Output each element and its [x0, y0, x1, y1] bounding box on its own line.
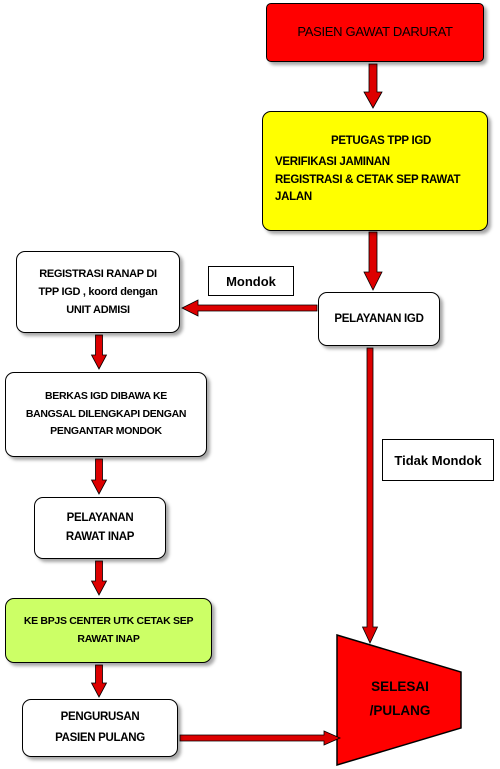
node-berkas-line: BANGSAL DILENGKAPI DENGAN — [25, 407, 187, 420]
node-petugas-line: REGISTRASI & CETAK SEP RAWAT — [275, 173, 461, 186]
node-registrasi-ranap: REGISTRASI RANAP DI TPP IGD , koord deng… — [16, 251, 180, 333]
arrow-pasien-to-petugas — [363, 63, 383, 109]
arrow-pelayanan-igd-to-selesai — [361, 347, 379, 644]
node-pelayanan-igd: PELAYANAN IGD — [318, 292, 440, 346]
node-rawat-inap-line: PELAYANAN — [66, 512, 134, 525]
node-berkas-line: PENGANTAR MONDOK — [50, 425, 162, 438]
node-petugas-title: PETUGAS TPP IGD — [330, 134, 432, 147]
arrow-berkas-to-rawat-inap — [90, 458, 108, 495]
node-pengurusan-line: PENGURUSAN — [60, 711, 140, 724]
label-tidak-mondok: Tidak Mondok — [382, 439, 494, 481]
node-selesai-pulang-label: SELESAI /PULANG — [345, 675, 455, 722]
node-bpjs-center: KE BPJS CENTER UTK CETAK SEP RAWAT INAP — [5, 598, 212, 663]
node-registrasi-line: TPP IGD , koord dengan — [38, 285, 158, 298]
label-mondok: Mondok — [208, 266, 294, 296]
node-selesai-line: /PULANG — [369, 702, 431, 718]
arrow-pelayanan-igd-to-registrasi — [181, 299, 318, 317]
arrow-petugas-to-pelayanan-igd — [363, 231, 383, 291]
node-registrasi-line: UNIT ADMISI — [66, 304, 130, 317]
label-mondok-text: Mondok — [226, 273, 276, 289]
node-selesai-line: SELESAI — [371, 679, 429, 694]
arrow-registrasi-to-berkas — [90, 334, 108, 370]
arrow-bpjs-to-pengurusan — [90, 664, 108, 698]
node-selesai-shape — [336, 633, 462, 767]
node-berkas-igd: BERKAS IGD DIBAWA KE BANGSAL DILENGKAPI … — [5, 372, 207, 457]
node-pengurusan-line: PASIEN PULANG — [55, 732, 145, 744]
label-tidak-mondok-text: Tidak Mondok — [394, 452, 482, 468]
arrow-pengurusan-to-selesai — [179, 730, 341, 746]
node-pengurusan-pasien-pulang: PENGURUSAN PASIEN PULANG — [22, 699, 178, 757]
node-petugas-line: VERIFIKASI JAMINAN — [275, 155, 390, 168]
node-pelayanan-rawat-inap: PELAYANAN RAWAT INAP — [34, 497, 166, 559]
node-berkas-line: BERKAS IGD DIBAWA KE — [45, 390, 167, 403]
node-registrasi-line: REGISTRASI RANAP DI — [39, 267, 157, 280]
arrow-rawat-inap-to-bpjs — [90, 560, 108, 596]
node-pasien-text: PASIEN GAWAT DARURAT — [297, 24, 453, 40]
node-pasien-gawat-darurat: PASIEN GAWAT DARURAT — [266, 3, 484, 62]
node-bpjs-line: KE BPJS CENTER UTK CETAK SEP — [23, 614, 194, 627]
node-pelayanan-igd-text: PELAYANAN IGD — [334, 312, 424, 325]
node-bpjs-line: RAWAT INAP — [77, 632, 140, 645]
node-petugas-tpp-igd: PETUGAS TPP IGD VERIFIKASI JAMINAN REGIS… — [262, 111, 488, 231]
node-petugas-line: JALAN — [275, 191, 312, 204]
node-rawat-inap-line: RAWAT INAP — [65, 531, 135, 543]
